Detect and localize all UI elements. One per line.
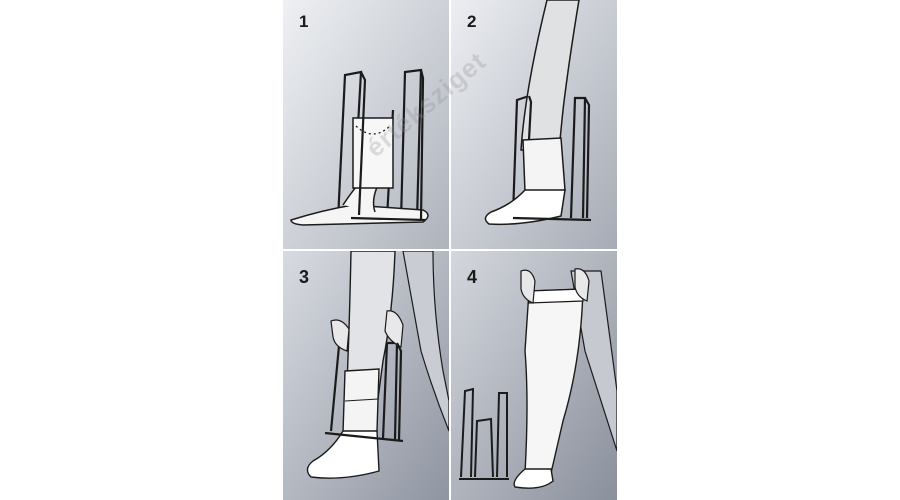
step-4-number: 4 [467,267,478,287]
step-1-illustration [283,0,449,249]
step-3-illustration [283,251,449,500]
step-2-panel: 2 [451,0,617,249]
instruction-illustration: 1 [283,0,617,500]
step-1-number: 1 [299,12,309,31]
step-4-panel: 4 [451,251,617,500]
step-4-illustration [451,251,617,500]
step-3-number: 3 [299,267,310,287]
step-2-illustration [451,0,617,249]
step-3-panel: 3 [283,251,449,500]
step-2-number: 2 [467,12,477,31]
step-1-panel: 1 [283,0,449,249]
